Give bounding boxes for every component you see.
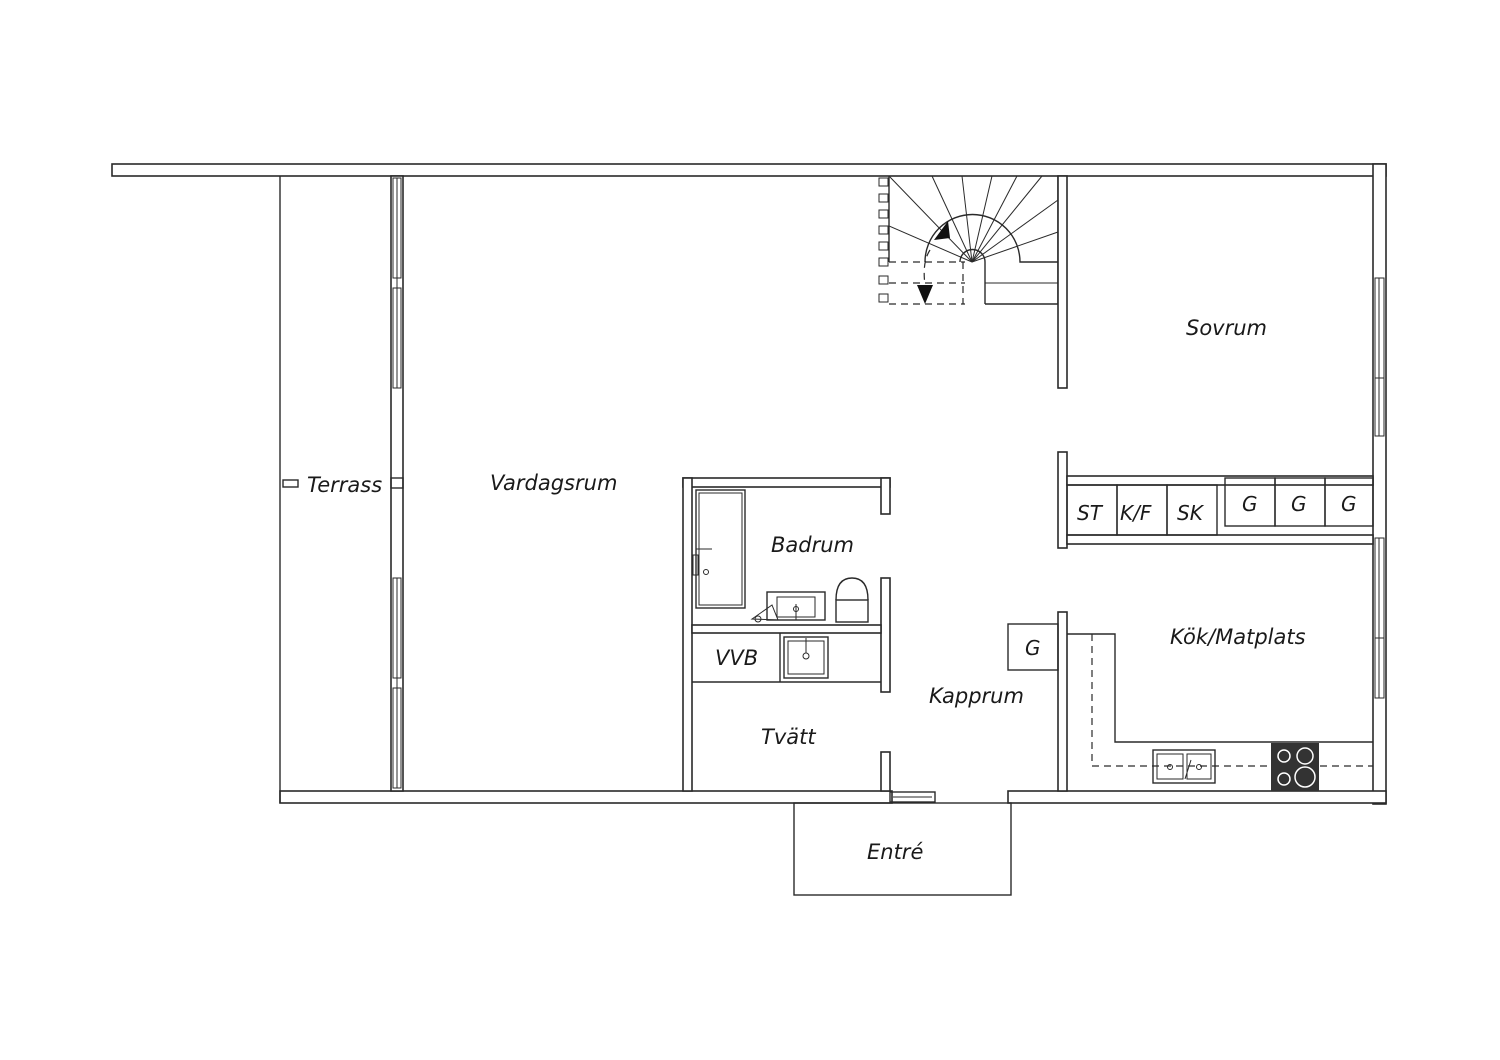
closet-label-g-hall: G bbox=[1025, 636, 1041, 660]
closet-label-kf: K/F bbox=[1120, 501, 1152, 525]
room-label-terrass: Terrass bbox=[307, 473, 382, 497]
room-label-kok: Kök/Matplats bbox=[1170, 625, 1306, 649]
closet-label-st: ST bbox=[1077, 501, 1104, 525]
closet-label-g1: G bbox=[1242, 492, 1258, 516]
shower-icon bbox=[692, 489, 746, 609]
closet-sk bbox=[1166, 484, 1218, 536]
living-west-wall bbox=[282, 175, 404, 792]
entrance-porch bbox=[793, 802, 1012, 896]
room-label-kapprum: Kapprum bbox=[929, 684, 1024, 708]
room-label-vardagsrum: Vardagsrum bbox=[490, 471, 617, 495]
stove-icon bbox=[1271, 743, 1319, 791]
staircase bbox=[878, 175, 1059, 305]
closet-label-sk: SK bbox=[1177, 501, 1205, 525]
laundry-sink-icon bbox=[783, 636, 829, 679]
toilet-icon bbox=[835, 577, 869, 623]
bath-sink-icon bbox=[766, 591, 826, 621]
bedroom-walls bbox=[1057, 175, 1385, 699]
wardrobe-row bbox=[1066, 475, 1374, 545]
closet-label-g3: G bbox=[1341, 492, 1357, 516]
kitchen-sink-icon bbox=[1152, 749, 1216, 784]
outer-walls bbox=[111, 163, 1387, 805]
room-label-badrum: Badrum bbox=[771, 533, 854, 557]
entry-threshold bbox=[889, 791, 936, 803]
bathroom-laundry-block bbox=[682, 477, 891, 792]
closet-g3 bbox=[1324, 477, 1374, 527]
room-label-vvb: VVB bbox=[715, 646, 758, 670]
room-label-sovrum: Sovrum bbox=[1186, 316, 1267, 340]
room-label-entre: Entré bbox=[867, 840, 923, 864]
hall-closet-g bbox=[1007, 623, 1059, 671]
kitchen bbox=[1057, 611, 1373, 792]
closet-label-g2: G bbox=[1291, 492, 1307, 516]
room-label-tvatt: Tvätt bbox=[761, 725, 816, 749]
